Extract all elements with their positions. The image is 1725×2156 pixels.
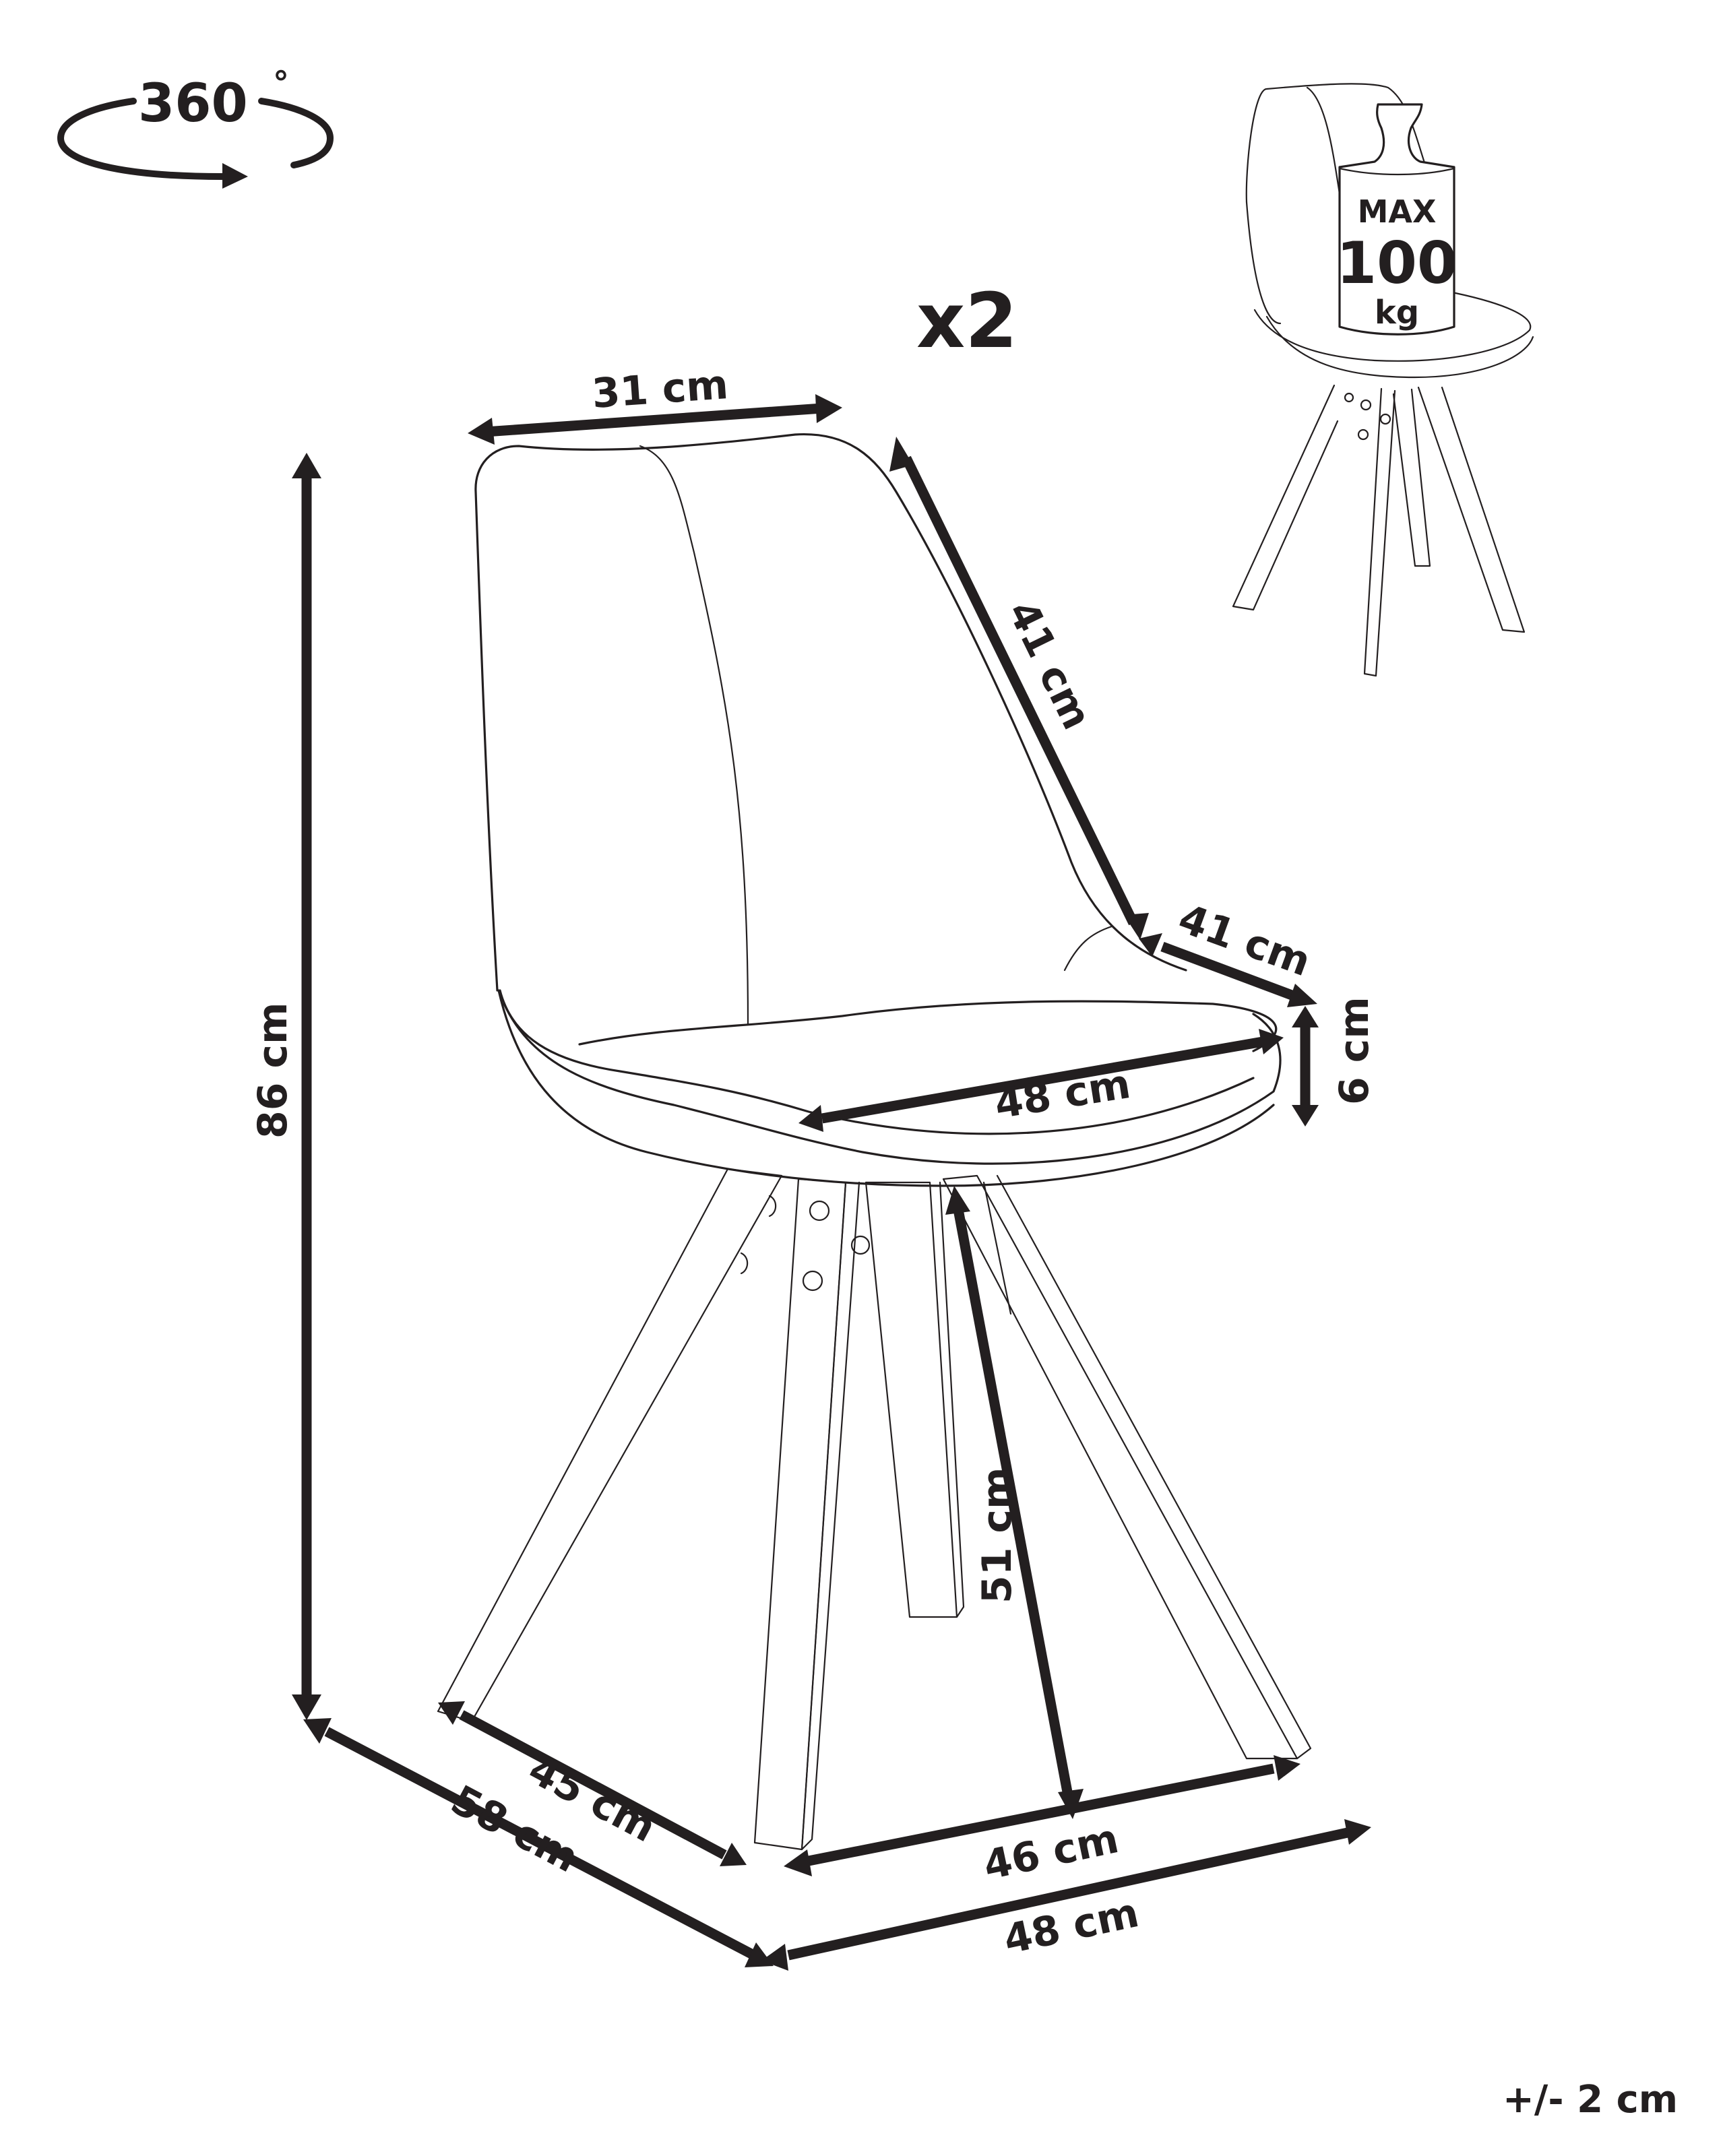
leg-front-right <box>942 1174 1298 1760</box>
dim-leg-span-side: 45 cm <box>438 1701 747 1866</box>
dim-label-6: 6 cm <box>1331 996 1378 1105</box>
max-load-illustration: MAX 100 kg <box>1232 83 1534 677</box>
dim-seat-depth: 41 cm <box>1139 895 1317 1007</box>
tolerance-note: +/- 2 cm <box>1503 2078 1678 2122</box>
dim-label-41-back: 41 cm <box>999 594 1101 737</box>
dim-backrest-top-width: 31 cm <box>468 361 842 445</box>
chair-illustration <box>437 433 1312 1851</box>
dim-label-31: 31 cm <box>590 361 730 418</box>
max-weight-value: 100 <box>1336 230 1457 297</box>
dim-label-48-seat: 48 cm <box>991 1060 1133 1129</box>
leg-front-center <box>753 1178 847 1851</box>
dim-backrest-height: 41 cm <box>889 437 1149 940</box>
dim-total-height: 86 cm <box>249 453 321 1720</box>
leg-front-left <box>437 1168 783 1723</box>
degree-symbol: ° <box>273 65 289 102</box>
dim-label-86: 86 cm <box>249 1003 296 1139</box>
rotation-label: 360 <box>138 73 248 134</box>
dim-seat-width: 48 cm <box>798 1029 1284 1132</box>
dim-label-51: 51 cm <box>974 1467 1021 1604</box>
max-label: MAX <box>1358 193 1437 230</box>
rotation-360-icon: 360 ° <box>57 65 334 189</box>
quantity-label: x2 <box>916 278 1017 365</box>
dim-leg-span-front: 46 cm <box>784 1755 1300 1890</box>
dim-seat-height: 51 cm <box>945 1186 1084 1819</box>
dim-seat-thickness: 6 cm <box>1292 996 1378 1127</box>
weight-unit: kg <box>1375 294 1419 331</box>
